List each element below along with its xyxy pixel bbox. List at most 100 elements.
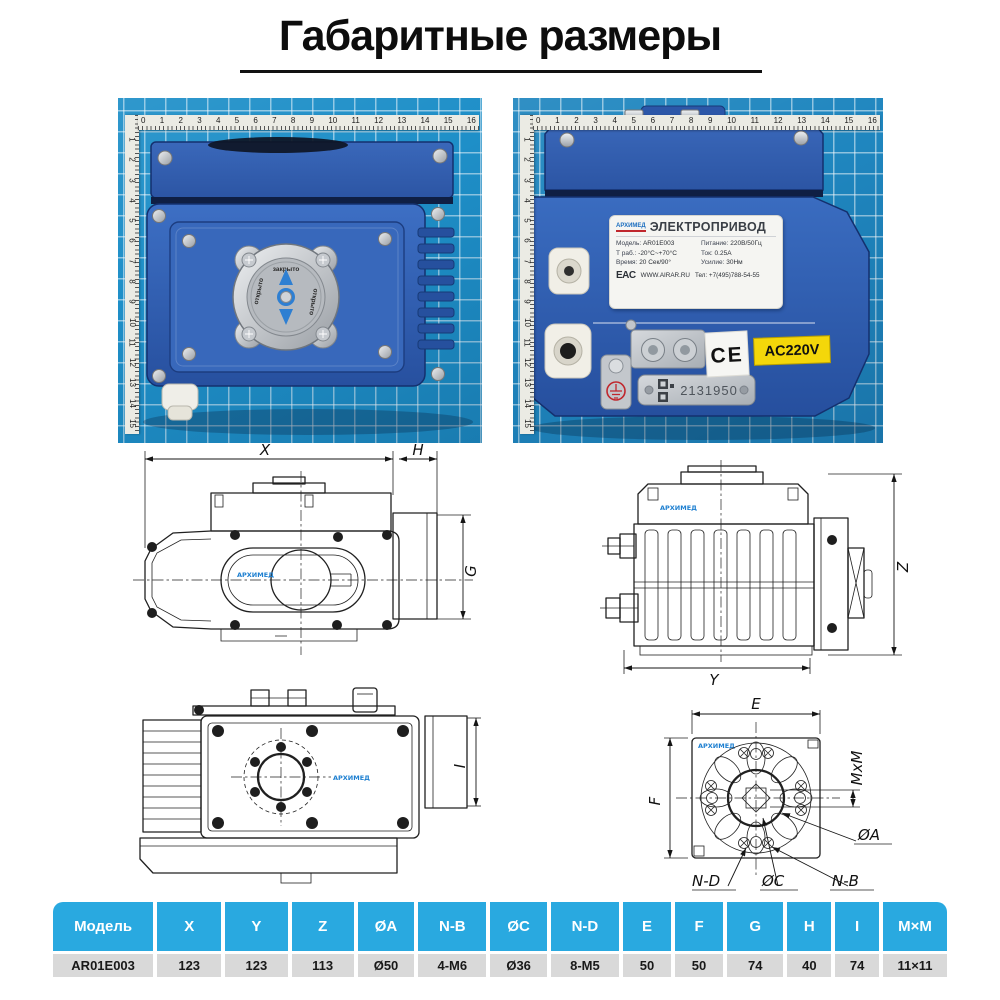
label-temp: Т раб.: -20°C~+70°C xyxy=(616,249,677,257)
ruler-number: 7 xyxy=(272,116,277,125)
ruler-number: 15 xyxy=(443,116,453,125)
ruler-number: 7 xyxy=(127,258,137,264)
col-header-x: X xyxy=(157,902,222,951)
col-header-y: Y xyxy=(225,902,288,951)
cable-glands xyxy=(600,533,639,623)
ruler-number: 10 xyxy=(328,116,338,125)
dim-label-y: Y xyxy=(709,671,720,689)
ruler-number: 12 xyxy=(127,358,137,368)
ce-mark-text: CE xyxy=(710,343,744,368)
cell-g: 74 xyxy=(727,954,784,977)
cell-dc: Ø36 xyxy=(490,954,547,977)
ruler-number: 1 xyxy=(555,116,560,125)
col-header-g: G xyxy=(727,902,784,951)
cable-gland-bottom xyxy=(544,323,592,379)
cell-f: 50 xyxy=(675,954,724,977)
dim-label-nd: N-D xyxy=(692,872,720,890)
dim-label-z: Z xyxy=(894,561,912,573)
dim-label-i: I xyxy=(451,763,469,768)
ruler-number: 8 xyxy=(127,279,137,284)
ruler-number: 14 xyxy=(522,398,532,408)
ruler-number: 15 xyxy=(127,418,137,428)
ruler-number: 3 xyxy=(593,116,598,125)
ground-terminal xyxy=(600,354,632,410)
eac-mark: EAC xyxy=(616,269,636,281)
dim-label-da: ØA xyxy=(857,826,880,844)
ruler-number: 15 xyxy=(522,418,532,428)
ruler-number: 6 xyxy=(127,238,137,244)
table-header-row: Модель X Y Z ØA N-B ØC N-D E F G H I M×M xyxy=(53,902,947,951)
ruler-number: 9 xyxy=(522,299,532,304)
dim-label-h: H xyxy=(412,441,423,459)
drawing-bottom-view: АРХИМЕД I xyxy=(139,687,481,884)
dim-label-mxm: MxM xyxy=(848,751,866,786)
ruler-number: 14 xyxy=(820,116,830,125)
cooling-fins xyxy=(634,529,814,641)
dim-label-f: F xyxy=(646,796,664,805)
brand-logo: АРХИМЕД xyxy=(333,774,370,782)
cell-i: 74 xyxy=(835,954,879,977)
brand-logo: АРХИМЕД xyxy=(237,571,274,579)
ruler-number: 10 xyxy=(727,116,736,125)
voltage-sticker: AC220V xyxy=(753,335,831,366)
ruler-number: 11 xyxy=(750,116,759,125)
page-title: Габаритные размеры xyxy=(278,12,722,60)
ruler-number: 4 xyxy=(522,198,532,203)
device-nameplate: АРХИМЕД ЭЛЕКТРОПРИВОД Модель: AR01E003 П… xyxy=(609,215,783,309)
device-type: ЭЛЕКТРОПРИВОД xyxy=(649,220,767,234)
cell-nd: 8-M5 xyxy=(550,954,620,977)
ruler-number: 2 xyxy=(522,157,532,163)
terminal-bracket xyxy=(630,329,706,369)
ruler-number: 7 xyxy=(669,116,675,125)
ruler-number: 1 xyxy=(159,116,165,125)
ruler-number: 5 xyxy=(127,218,137,223)
ruler-number: 8 xyxy=(290,116,296,125)
qr-code xyxy=(658,379,674,402)
ruler-number: 5 xyxy=(631,116,636,125)
ruler-number: 1 xyxy=(522,137,532,142)
ruler-number: 3 xyxy=(127,177,137,183)
table-row: AR01E003 123 123 113 Ø50 4-M6 Ø36 8-M5 5… xyxy=(53,954,947,977)
ruler-number: 8 xyxy=(688,116,694,125)
cell-e: 50 xyxy=(623,954,672,977)
ruler-number: 15 xyxy=(844,116,854,125)
ruler-number: 6 xyxy=(650,116,656,125)
actuator-front-photo: закрыто открыто открыто xyxy=(143,137,473,435)
bolt-holes xyxy=(705,747,807,849)
col-header-z: Z xyxy=(291,902,354,951)
ruler-number: 11 xyxy=(522,338,532,347)
brand-logo: АРХИМЕД xyxy=(660,504,697,512)
ruler-number: 9 xyxy=(127,299,137,304)
cable-gland xyxy=(161,383,199,421)
cable-gland-top xyxy=(548,247,590,295)
title-underline xyxy=(240,70,762,73)
drawing-top-view: X H G АРХИМЕД xyxy=(133,441,480,655)
ruler-number: 5 xyxy=(234,116,240,125)
dimensions-table: Модель X Y Z ØA N-B ØC N-D E F G H I M×M… xyxy=(53,902,947,977)
drawing-fin-view: АРХИМЕД xyxy=(600,460,912,689)
ruler-number: 14 xyxy=(127,398,137,408)
serial-number: 2131950 xyxy=(680,383,738,398)
ruler-number: 0 xyxy=(536,116,541,125)
ruler-number: 6 xyxy=(522,238,532,244)
ruler-number: 6 xyxy=(253,116,258,125)
ruler-number: 12 xyxy=(522,358,532,368)
dim-label-e: E xyxy=(751,695,761,713)
position-indicator-dial: закрыто открыто открыто xyxy=(232,243,340,351)
ruler-number: 2 xyxy=(574,116,579,125)
ruler-number: 13 xyxy=(797,116,807,125)
ruler-number: 1 xyxy=(127,137,137,142)
ruler-number: 9 xyxy=(707,116,713,125)
ruler-number: 4 xyxy=(127,198,137,203)
col-header-nb: N-B xyxy=(418,902,487,951)
screws xyxy=(212,725,409,829)
ruler-number: 3 xyxy=(522,177,532,183)
cell-z: 113 xyxy=(291,954,354,977)
col-header-nd: N-D xyxy=(550,902,620,951)
